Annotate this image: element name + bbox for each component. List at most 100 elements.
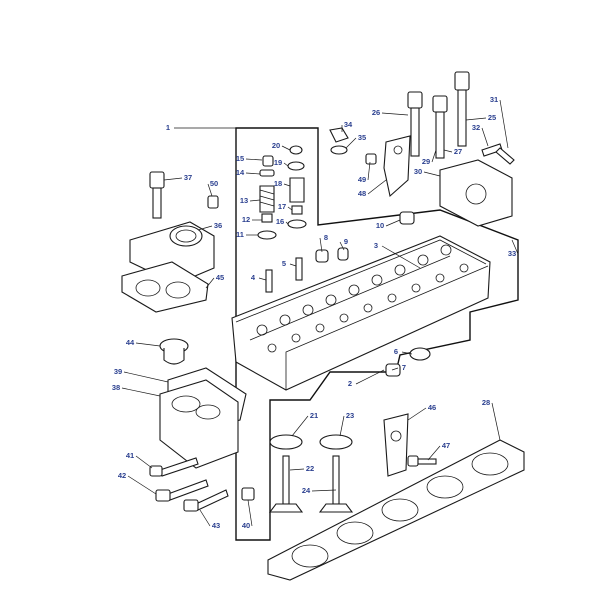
leader-line-49	[367, 161, 371, 181]
callout-number-37: 37	[184, 173, 192, 182]
leader-line-10	[385, 219, 401, 227]
callout-number-36: 36	[214, 221, 222, 230]
leader-line-45	[205, 277, 215, 289]
callout-number-23: 23	[346, 411, 354, 420]
leader-line-41	[135, 455, 153, 469]
callout-number-50: 50	[210, 179, 218, 188]
water-outlet-housing	[159, 379, 239, 469]
housing-gasket	[121, 261, 209, 313]
valve-22	[268, 455, 304, 513]
callout-number-6: 6	[394, 347, 398, 356]
leader-line-31	[499, 99, 509, 149]
callout-number-19: 19	[274, 158, 282, 167]
leader-line-9	[339, 241, 345, 251]
leader-line-3	[381, 245, 421, 269]
dowel-4	[265, 269, 273, 293]
bolt-47	[407, 455, 437, 467]
callout-number-45: 45	[216, 273, 224, 282]
callout-number-9: 9	[344, 237, 348, 246]
leader-line-50	[207, 183, 213, 197]
thermostat	[159, 338, 189, 365]
leader-line-38	[121, 387, 161, 397]
callout-number-15: 15	[236, 154, 244, 163]
callout-leader-lines	[121, 99, 519, 527]
callout-number-28: 28	[482, 398, 490, 407]
leader-line-24	[311, 489, 337, 492]
leader-line-8	[319, 237, 323, 253]
callout-number-43: 43	[212, 521, 220, 530]
plug-6	[409, 347, 431, 361]
callout-number-10: 10	[376, 221, 384, 230]
callout-number-5: 5	[282, 259, 286, 268]
lifting-bracket-46	[383, 413, 409, 477]
callout-number-22: 22	[306, 464, 314, 473]
callout-number-21: 21	[310, 411, 318, 420]
leader-line-5	[289, 263, 297, 267]
valve-seal-23	[319, 434, 353, 450]
callout-number-16: 16	[276, 217, 284, 226]
leader-line-46	[407, 407, 427, 421]
leader-line-15	[245, 158, 263, 161]
leader-line-13	[249, 199, 261, 202]
bracket-48	[383, 135, 411, 198]
bolt-31	[495, 147, 515, 165]
callout-number-38: 38	[112, 383, 120, 392]
cover-plate-30	[439, 159, 513, 227]
nut-40	[241, 487, 255, 501]
bolt-41	[149, 457, 199, 477]
head-bolt-26	[407, 91, 423, 157]
callout-number-26: 26	[372, 108, 380, 117]
leader-line-40	[247, 499, 253, 527]
callout-number-44: 44	[126, 338, 135, 347]
leader-line-26	[381, 112, 409, 116]
callout-number-20: 20	[272, 141, 280, 150]
callout-number-4: 4	[251, 273, 256, 282]
bolt-43	[183, 489, 229, 512]
bolt-49	[365, 153, 377, 165]
leader-line-32	[481, 127, 489, 147]
leader-line-20	[281, 145, 291, 151]
callout-number-24: 24	[302, 486, 311, 495]
leader-line-42	[127, 475, 157, 495]
seal-9	[337, 247, 349, 261]
callout-number-2: 2	[348, 379, 352, 388]
callout-number-25: 25	[488, 113, 496, 122]
leader-line-2	[355, 369, 385, 385]
leader-line-19	[283, 162, 289, 167]
callout-number-12: 12	[242, 215, 250, 224]
plug-50	[207, 195, 219, 209]
callout-number-41: 41	[126, 451, 134, 460]
callout-number-40: 40	[242, 521, 250, 530]
head-bolt-25	[454, 71, 470, 147]
callout-number-17: 17	[278, 202, 286, 211]
callout-number-39: 39	[114, 367, 122, 376]
washer-35	[330, 145, 348, 155]
leader-line-27	[443, 149, 453, 153]
leader-line-14	[245, 172, 261, 175]
leader-line-7	[391, 367, 399, 371]
callout-number-47: 47	[442, 441, 450, 450]
callout-number-13: 13	[240, 196, 248, 205]
callout-number-32: 32	[472, 123, 480, 132]
leader-line-22	[289, 468, 305, 471]
leader-line-30	[423, 171, 441, 177]
bolt-37	[149, 171, 165, 219]
cap-34	[329, 127, 349, 143]
leader-line-16	[285, 221, 289, 225]
callout-number-8: 8	[324, 233, 328, 242]
valve-train-parts	[257, 145, 307, 240]
callout-number-30: 30	[414, 167, 422, 176]
leader-line-36	[197, 225, 213, 231]
leader-line-48	[367, 179, 387, 195]
leader-line-21	[291, 415, 309, 437]
leader-line-4	[258, 277, 267, 281]
cylinder-head-block	[231, 235, 491, 391]
callout-number-46: 46	[428, 403, 436, 412]
leader-line-6	[401, 351, 413, 355]
leader-line-29	[431, 149, 437, 163]
bolt-42	[155, 479, 209, 502]
leader-line-33	[511, 239, 519, 255]
callout-number-49: 49	[358, 175, 366, 184]
callout-number-18: 18	[274, 179, 282, 188]
